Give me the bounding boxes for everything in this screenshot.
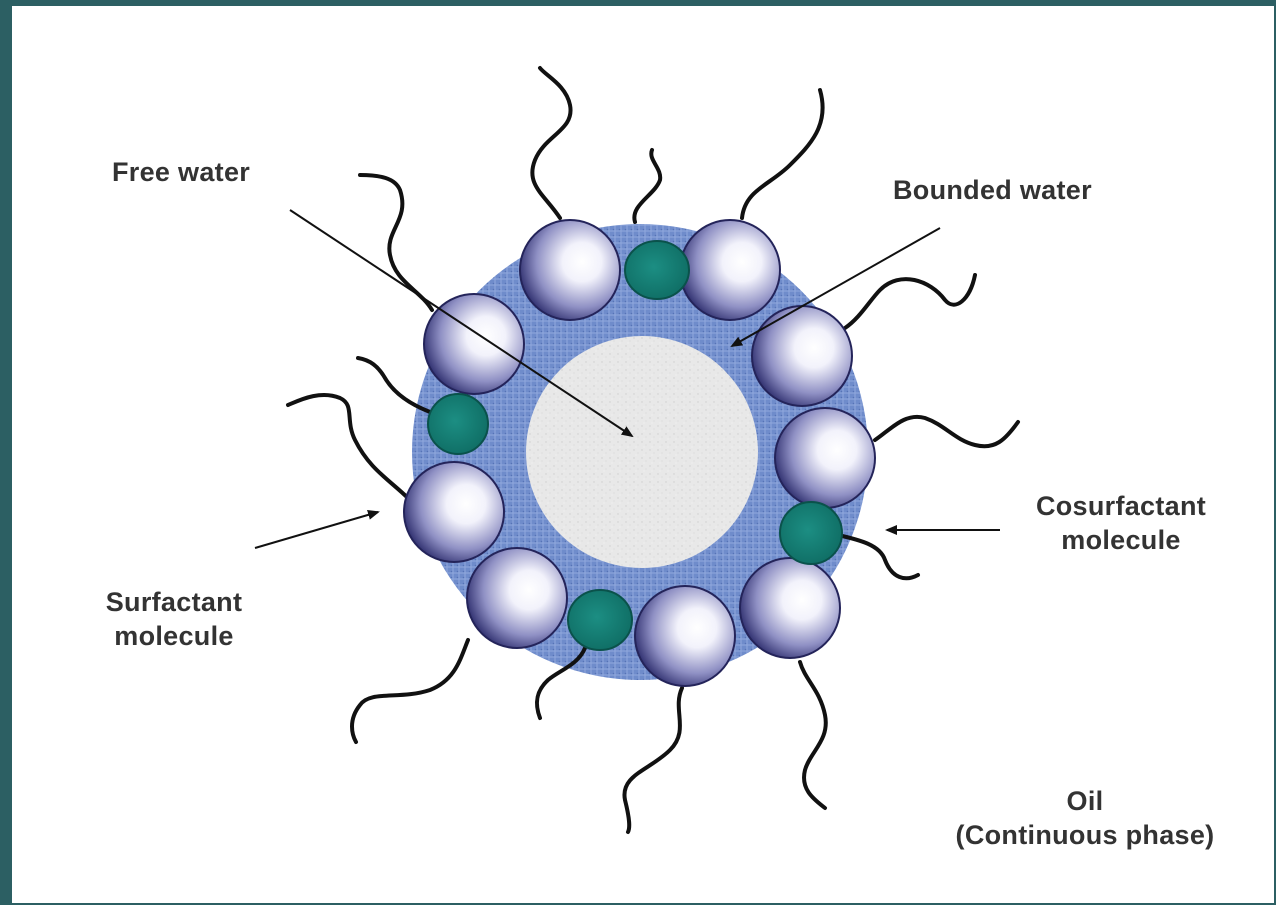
cosurfactant-label-line1: Cosurfactant — [1003, 490, 1239, 524]
free-water-text: Free water — [112, 157, 250, 187]
surfactant-head — [467, 548, 567, 648]
oil-label-line2: (Continuous phase) — [900, 819, 1270, 853]
surfactant-head — [740, 558, 840, 658]
surfactant-label-line1: Surfactant — [74, 586, 274, 620]
oil-continuous-phase-label: Oil (Continuous phase) — [900, 785, 1270, 853]
cosurfactant-molecule-label: Cosurfactant molecule — [1003, 490, 1239, 558]
surfactant-tail — [875, 417, 1018, 446]
cosurfactant-head — [625, 241, 689, 299]
surfactant-head — [404, 462, 504, 562]
cosurfactant-label-line2: molecule — [1003, 524, 1239, 558]
surfactant-head — [752, 306, 852, 406]
bounded-water-text: Bounded water — [893, 175, 1092, 205]
surfactant-head — [775, 408, 875, 508]
cosurfactant-head — [568, 590, 632, 650]
surfactant-head — [635, 586, 735, 686]
free-water-core — [526, 336, 758, 568]
surfactant-tail — [845, 275, 975, 328]
surfactant-tail — [532, 68, 570, 218]
cosurfactant-head — [780, 502, 842, 564]
surfactant-head — [520, 220, 620, 320]
surfactant-tail — [352, 640, 468, 742]
cosurfactant-tail — [634, 150, 660, 222]
cosurfactant-head — [428, 394, 488, 454]
surfactant-pointer — [255, 512, 378, 548]
surfactant-molecule-label: Surfactant molecule — [74, 586, 274, 654]
surfactant-tail — [624, 688, 682, 832]
bounded-water-label: Bounded water — [893, 174, 1092, 208]
surfactant-tail — [800, 662, 826, 808]
surfactant-label-line2: molecule — [74, 620, 274, 654]
surfactant-tail — [360, 175, 432, 310]
oil-label-line1: Oil — [900, 785, 1270, 819]
cosurfactant-tail — [838, 535, 918, 578]
free-water-label: Free water — [112, 156, 250, 190]
surfactant-head — [680, 220, 780, 320]
surfactant-tail — [742, 90, 823, 218]
surfactant-tail — [288, 395, 410, 500]
